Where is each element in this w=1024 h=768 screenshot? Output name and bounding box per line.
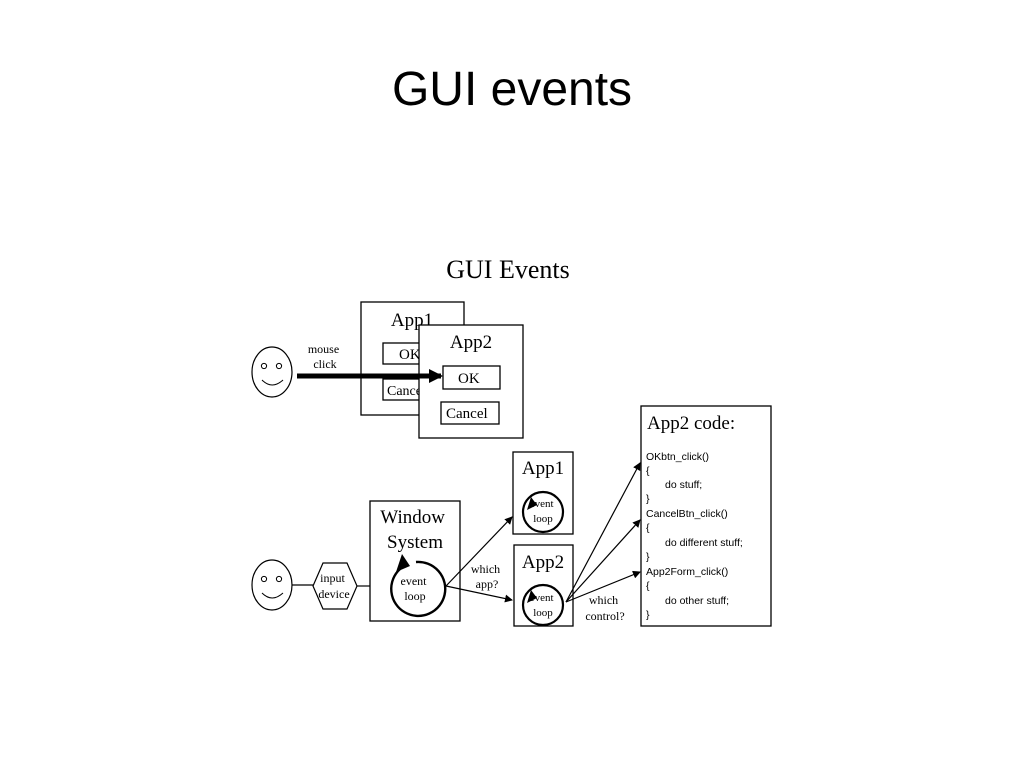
which-control-label: which control? [585,593,624,623]
app1-process-box: App1 event loop [512,451,574,535]
figure-title: GUI Events [446,255,569,284]
code-line-10: { [646,580,650,592]
code-title: App2 code: [647,413,735,434]
code-line-3: do stuff; [665,479,702,491]
app1-event-loop-icon [521,490,565,534]
input-device-node: input device [312,562,358,610]
code-line-8: } [646,551,650,563]
code-line-2: { [646,465,650,477]
code-line-7: do different stuff; [665,537,743,549]
code-line-12: } [646,609,650,621]
code-line-6: { [646,522,650,534]
app1-ok-label: OK [399,347,421,363]
arrow-to-okbtn-click [565,462,641,603]
svg-text:event loop: event loop [401,574,430,603]
svg-text:event loop: event loop [530,592,557,619]
arrow-to-app2form-click [565,570,641,603]
arrow-to-app1 [445,516,513,587]
app2-event-loop-icon [521,583,565,627]
app2-process-box: App2 event loop [513,544,574,627]
app2-ok-label: OK [458,371,480,387]
app2-cancel-label: Cancel [446,406,488,422]
app2-code-box: App2 code: OKbtn_click() { do stuff; } C… [640,405,772,627]
window-system-box: Window System event loop [369,500,461,622]
svg-text:App1: App1 [522,458,564,479]
svg-text:Window System: Window System [380,507,449,553]
slide-title: GUI events [391,63,633,116]
svg-text:App2: App2 [522,552,564,573]
code-line-5: CancelBtn_click() [646,508,728,520]
code-line-11: do other stuff; [665,595,729,607]
arrow-to-app2 [445,585,513,603]
mouse-click-label: mouse click [308,342,342,371]
user-face-icon [251,346,293,398]
app2-title: App2 [450,332,492,353]
svg-text:input device: input device [318,571,349,601]
code-line-9: App2Form_click() [646,566,728,578]
user-face-bottom-icon [251,559,293,611]
arrow-to-cancelbtn-click [565,519,641,603]
app2-cancel-button[interactable] [440,401,500,425]
app1-cancel-label: Cancel [387,384,426,399]
event-loop-icon [390,554,447,618]
code-line-1: OKbtn_click() [646,451,709,463]
app2-window: App2 OK Cancel [418,324,524,439]
which-app-label: which app? [471,562,503,591]
app2-ok-button[interactable] [442,365,501,390]
code-line-4: } [646,493,650,505]
svg-text:event loop: event loop [530,498,557,525]
